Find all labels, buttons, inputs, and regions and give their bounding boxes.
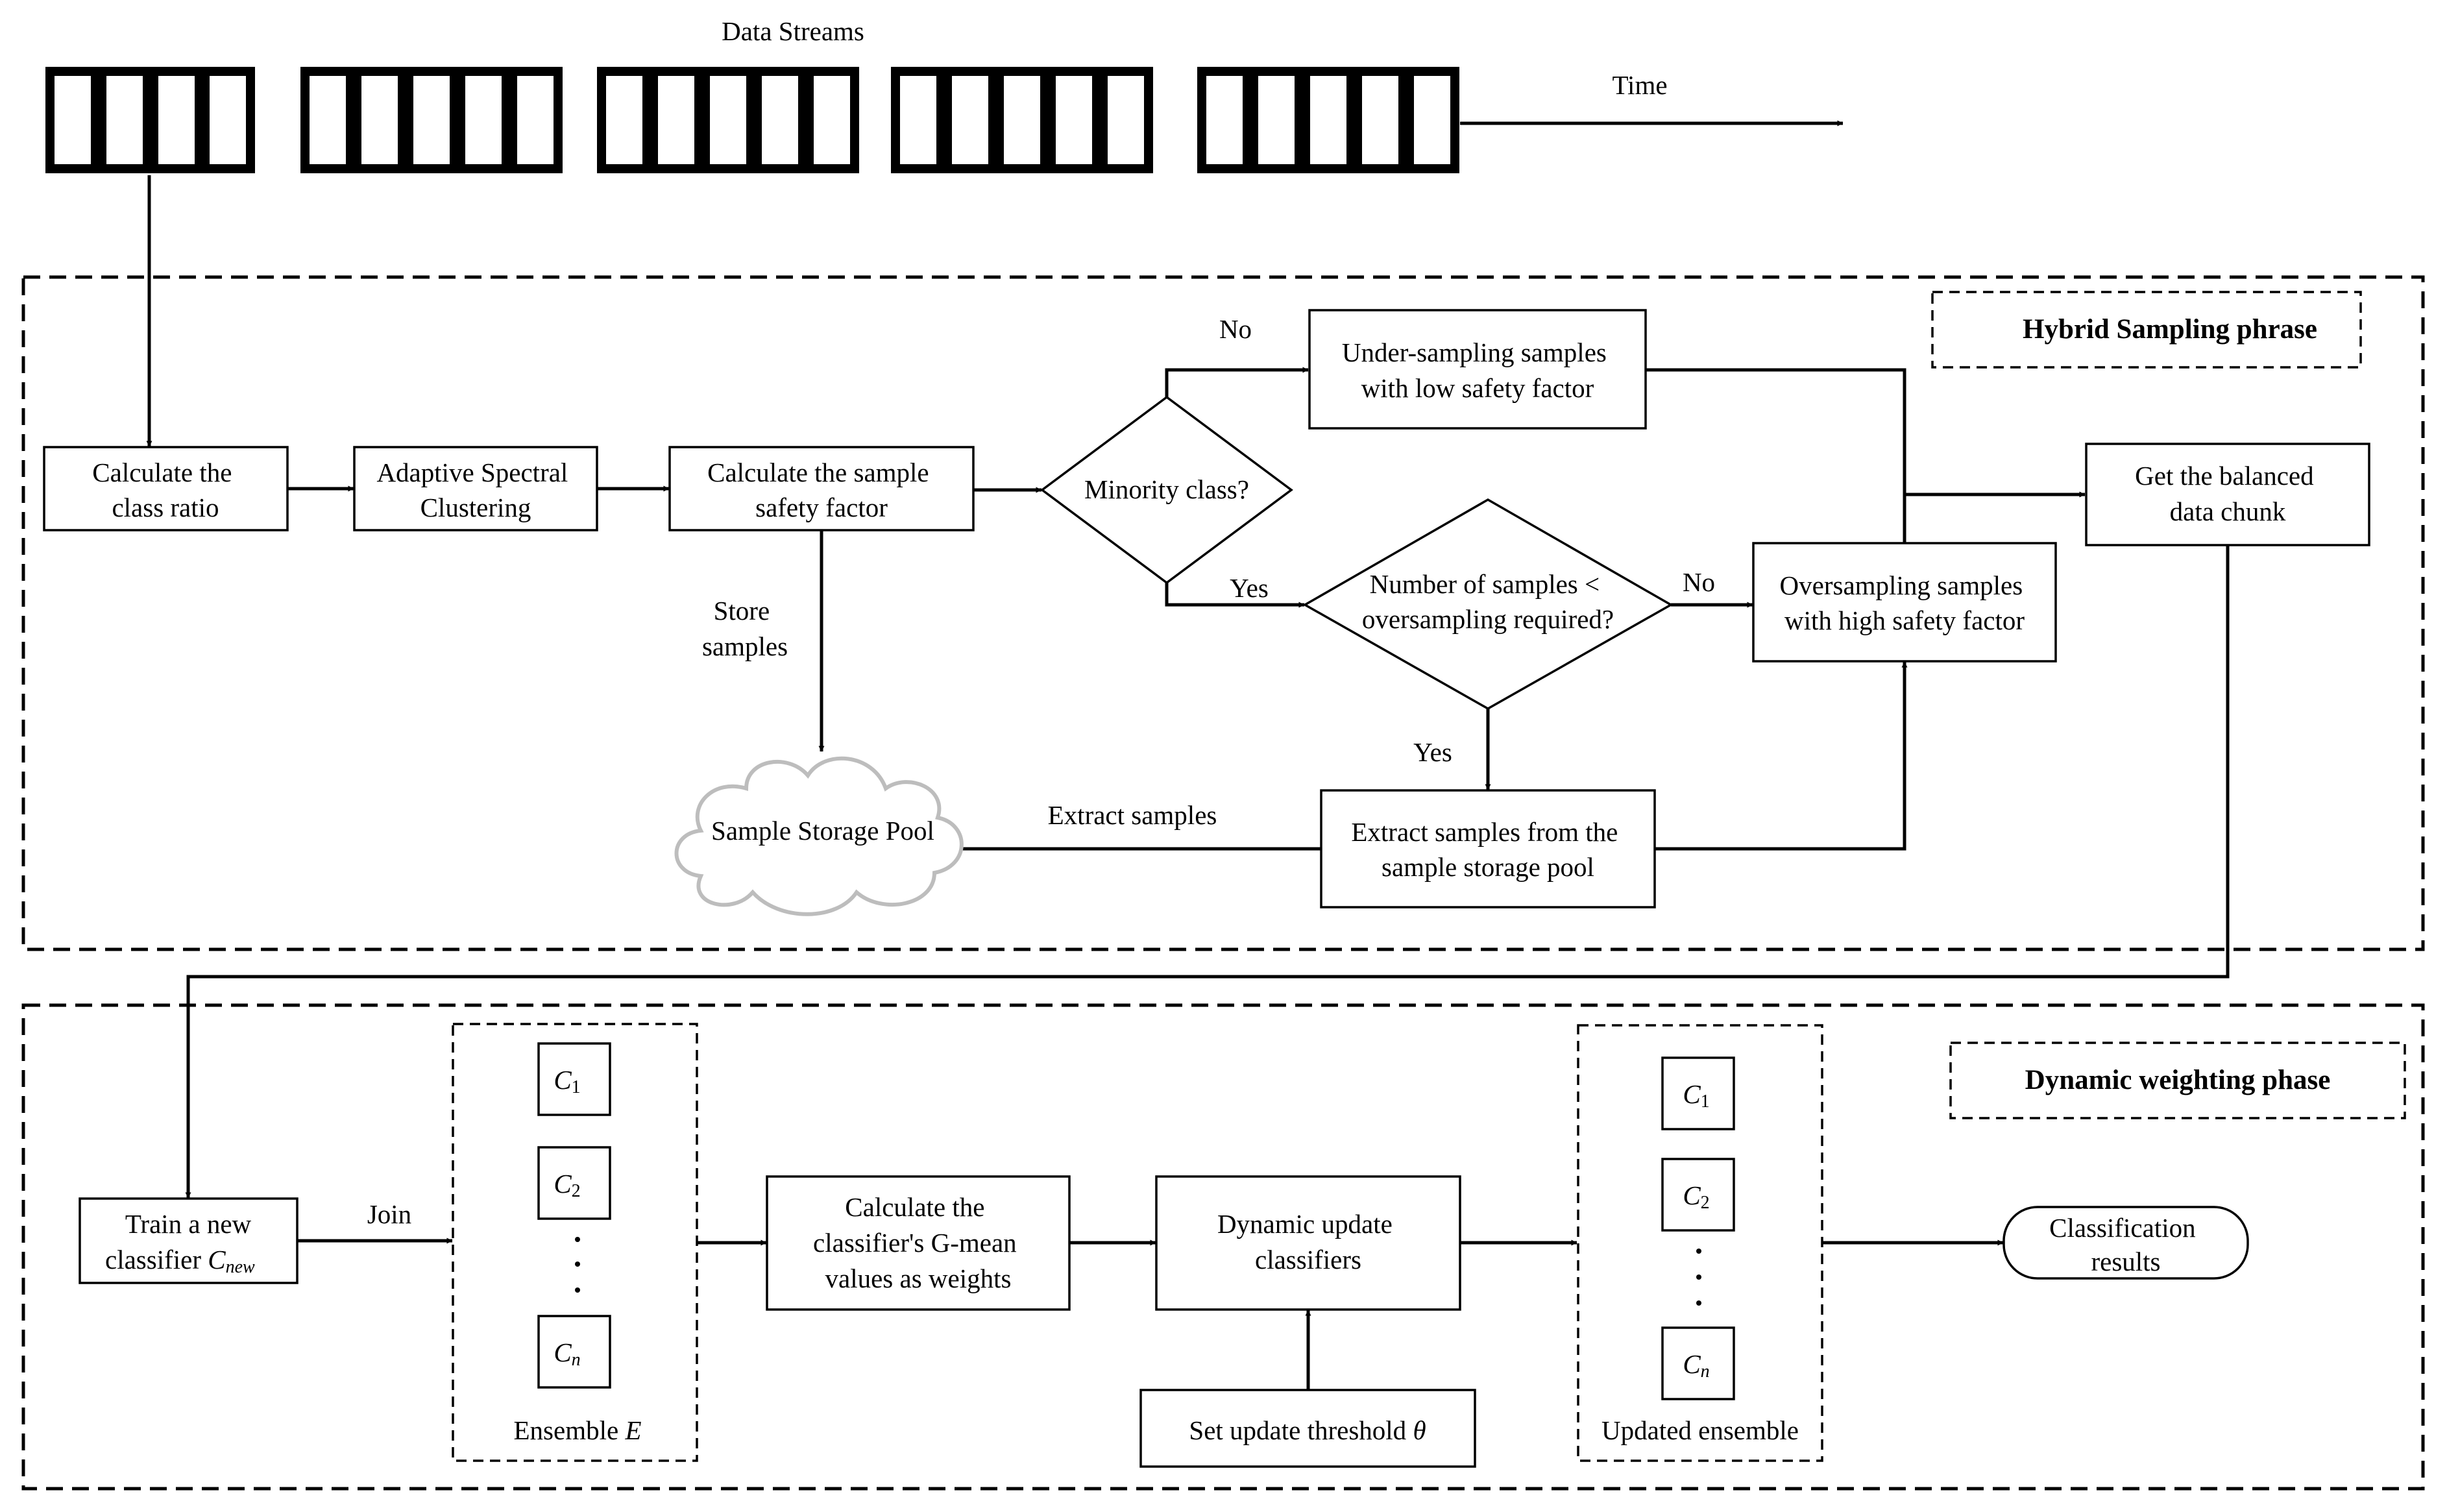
hybrid-phase-label-box (1931, 291, 2362, 369)
spectral-clustering-label: Adaptive Spectral Clustering (376, 457, 574, 522)
hybrid-sampling-region (21, 275, 2425, 951)
classifier-c1-box (537, 1042, 611, 1116)
ellipsis-dot (575, 1262, 580, 1267)
ellipsis-dot (1696, 1274, 1701, 1280)
minority-yes-arrow (1165, 583, 1305, 608)
data-chunks (45, 67, 1459, 173)
dynamic-phase-title: Dynamic weighting phase (2025, 1065, 2331, 1095)
minority-no-label: No (1219, 314, 1252, 344)
train-classifier-label: Train a new (125, 1209, 252, 1239)
data-chunk (805, 67, 859, 173)
data-chunk (45, 67, 100, 173)
data-chunk (1197, 67, 1252, 173)
classifier-c2-box (537, 1146, 611, 1220)
classifier-cn-box (537, 1315, 611, 1389)
dynamic-update-label: Dynamic update classifiers (1217, 1209, 1399, 1274)
data-chunk (649, 67, 703, 173)
data-chunk (1249, 67, 1304, 173)
updated-cn-label: Cn (1683, 1349, 1709, 1382)
minority-class-label: Minority class? (1084, 474, 1249, 504)
spectral-clustering-box (353, 446, 598, 531)
count-no-label: No (1683, 567, 1715, 597)
balanced-chunk-box (2085, 443, 2370, 546)
data-chunk (300, 67, 355, 173)
under-sampling-label: Under-sampling samples with low safety f… (1342, 337, 1613, 403)
data-chunk (891, 67, 945, 173)
data-chunk (1301, 67, 1356, 173)
under-sampling-box (1308, 309, 1647, 430)
classifier-cn-label: Cn (554, 1337, 580, 1370)
dynamic-weighting-region (21, 1003, 2425, 1491)
dynamic-phase-label-box (1949, 1042, 2406, 1119)
gmean-weights-label: Calculate the classifier's G-mean values… (813, 1192, 1023, 1293)
updated-c1-box (1661, 1056, 1735, 1130)
balanced-chunk-label: Get the balanced data chunk (2135, 461, 2320, 526)
data-chunk (404, 67, 459, 173)
store-samples-label: Store samples (702, 596, 788, 661)
safety-factor-box (668, 446, 975, 531)
data-chunk (97, 67, 152, 173)
data-chunk (1099, 67, 1153, 173)
hybrid-phase-title: Hybrid Sampling phrase (2023, 314, 2317, 345)
extract-to-oversampling-arrow (1655, 661, 1908, 851)
updated-c2-label: C2 (1683, 1180, 1709, 1213)
classification-results-box (2003, 1206, 2249, 1280)
data-chunk (597, 67, 651, 173)
train-classifier-label-2: classifier Cnew (105, 1245, 255, 1277)
updated-cn-box (1661, 1326, 1735, 1400)
data-chunk (701, 67, 755, 173)
classifier-c2-label: C2 (554, 1169, 580, 1201)
ellipsis-dot (575, 1287, 580, 1293)
ellipsis-dot (1696, 1300, 1701, 1306)
data-chunk (456, 67, 511, 173)
ellipsis-dot (1696, 1249, 1701, 1254)
ellipsis-dot (575, 1237, 580, 1242)
data-chunk (1353, 67, 1407, 173)
data-chunk (1047, 67, 1101, 173)
safety-factor-label: Calculate the sample safety factor (707, 457, 936, 522)
extract-samples-label: Extract samples (1048, 800, 1217, 830)
sample-storage-pool-label: Sample Storage Pool (711, 816, 934, 846)
extract-samples-box (1320, 789, 1656, 908)
data-chunk (508, 67, 563, 173)
data-chunk (943, 67, 997, 173)
dynamic-update-box (1155, 1175, 1461, 1311)
extract-samples-box-label: Extract samples from the sample storage … (1351, 817, 1624, 882)
classifier-c1-label: C1 (554, 1065, 580, 1097)
data-chunk (1405, 67, 1459, 173)
count-yes-label: Yes (1413, 737, 1452, 767)
updated-ensemble-label: Updated ensemble (1601, 1415, 1799, 1445)
data-chunk (753, 67, 807, 173)
data-chunk (149, 67, 204, 173)
data-streams-label: Data Streams (722, 16, 864, 46)
time-label: Time (1612, 70, 1667, 100)
sample-count-label: Number of samples < oversampling require… (1362, 569, 1614, 634)
data-chunk (352, 67, 407, 173)
data-chunk (995, 67, 1049, 173)
train-classifier-box (79, 1197, 298, 1284)
calculate-class-ratio-box (43, 446, 289, 531)
minority-no-arrow (1165, 367, 1309, 397)
balanced-to-train-arrow (185, 545, 2230, 1199)
classification-results-label: Classification results (2049, 1213, 2202, 1276)
join-label: Join (367, 1199, 411, 1229)
minority-yes-label: Yes (1230, 573, 1269, 603)
oversampling-label: Oversampling samples with high safety fa… (1780, 570, 2030, 635)
gmean-weights-box (766, 1175, 1071, 1311)
data-chunk (201, 67, 255, 173)
oversampling-box (1752, 542, 2057, 663)
updated-c1-label: C1 (1683, 1079, 1709, 1112)
ensemble-label: Ensemble E (514, 1415, 642, 1445)
calculate-class-ratio-label: Calculate the class ratio (92, 457, 238, 522)
sample-storage-pool-cloud (674, 756, 964, 916)
updated-c2-box (1661, 1158, 1735, 1232)
under-sampling-connector (1646, 368, 1906, 496)
update-threshold-label: Set update threshold θ (1189, 1415, 1426, 1445)
